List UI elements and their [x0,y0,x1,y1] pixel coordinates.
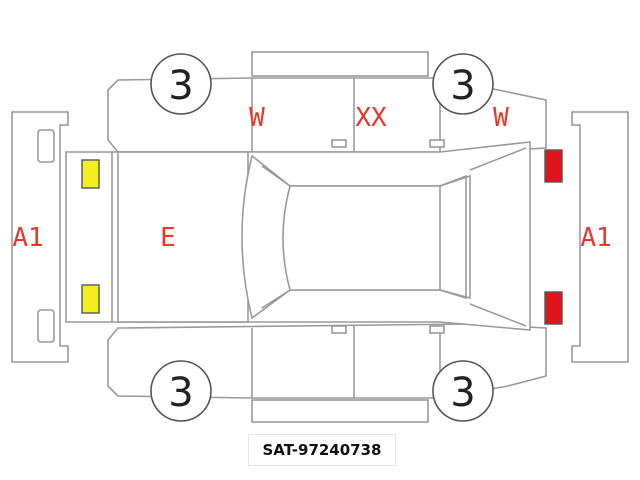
mark-front-bumper: A1 [12,223,43,253]
wheel-top-left: 3 [150,53,212,115]
mark-roof-top: XX [355,103,387,133]
rear-bumper [571,111,629,363]
mark-hood: E [160,223,176,253]
wheel-top-right: 3 [432,53,494,115]
wheel-top-right-grade: 3 [450,63,475,109]
wheel-bottom-right: 3 [432,360,494,422]
car-body-top-view [65,141,531,331]
wheel-bottom-left-grade: 3 [168,370,193,416]
rear-lamps [544,149,563,325]
front-lamps [81,159,100,314]
mark-rear-bumper: A1 [580,223,611,253]
wheel-bottom-left: 3 [150,360,212,422]
mark-left-fender-top: W [249,103,265,133]
mark-right-fender-top: W [493,103,509,133]
wheel-bottom-right-grade: 3 [450,370,475,416]
wheel-top-left-grade: 3 [168,63,193,109]
front-bumper [11,111,69,363]
stock-number-caption: SAT-97240738 [248,434,396,466]
